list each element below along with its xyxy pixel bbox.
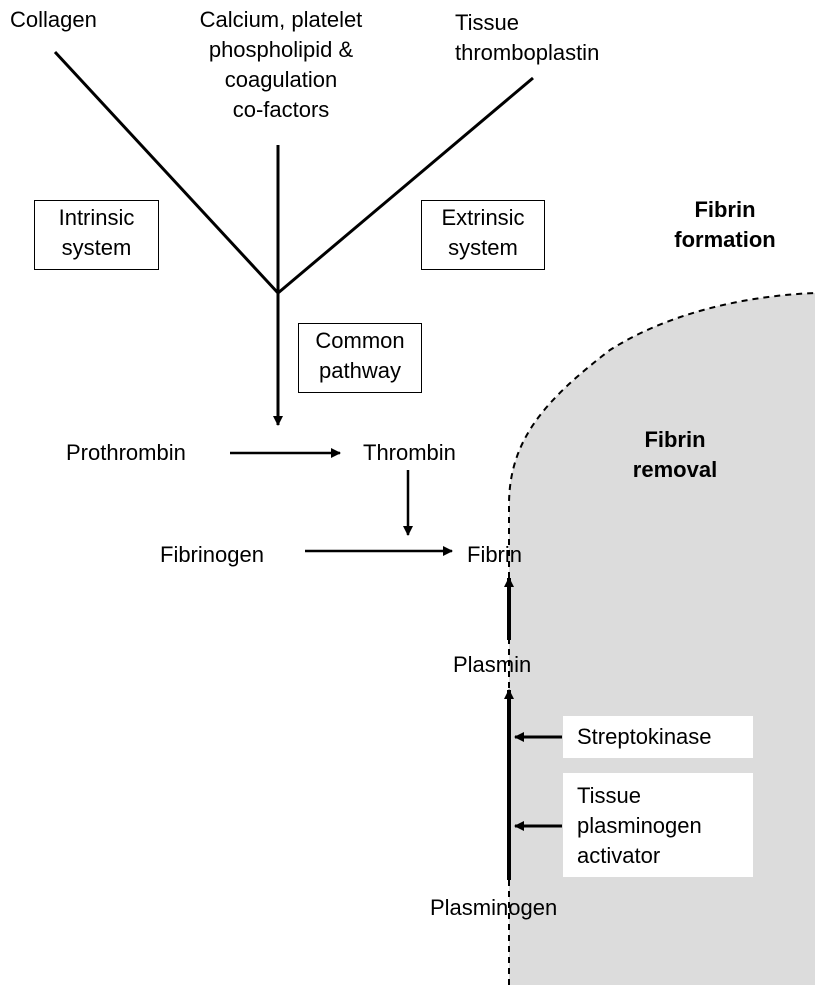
thrombin-label: Thrombin bbox=[363, 440, 456, 465]
extrinsic-system-box: Extrinsic system bbox=[421, 200, 545, 270]
extrinsic-line-2: system bbox=[448, 235, 518, 260]
calcium-cofactors-label: Calcium, platelet phospholipid & coagula… bbox=[170, 5, 392, 125]
formation-line-1: Fibrin bbox=[694, 197, 756, 222]
fibrin-formation-label: Fibrin formation bbox=[660, 195, 790, 255]
intrinsic-system-box: Intrinsic system bbox=[34, 200, 159, 270]
tissue-plasminogen-activator-box: Tissue plasminogen activator bbox=[563, 773, 753, 877]
fibrin-label: Fibrin bbox=[467, 542, 523, 567]
streptokinase-box: Streptokinase bbox=[563, 716, 753, 758]
removal-line-2: removal bbox=[632, 457, 718, 482]
common-line-2: pathway bbox=[319, 358, 401, 383]
tpa-line-3: activator bbox=[577, 843, 661, 868]
plasmin-label: Plasmin bbox=[453, 652, 532, 677]
tissue-thromboplastin-label: Tissue thromboplastin bbox=[455, 8, 599, 68]
tissue-thromboplastin-line-2: thromboplastin bbox=[455, 40, 600, 65]
calcium-label-line-1: Calcium, platelet bbox=[199, 7, 363, 32]
streptokinase-label: Streptokinase bbox=[577, 724, 712, 749]
intrinsic-line-1: Intrinsic bbox=[58, 205, 135, 230]
fibrinogen-label: Fibrinogen bbox=[160, 542, 264, 567]
fibrin-removal-boundary bbox=[508, 292, 816, 985]
prothrombin-label: Prothrombin bbox=[66, 440, 186, 465]
plasminogen-label: Plasminogen bbox=[430, 895, 558, 920]
fibrin-removal-label: Fibrin removal bbox=[610, 425, 740, 485]
tissue-thromboplastin-line-1: Tissue bbox=[455, 10, 519, 35]
calcium-label-line-2: phospholipid & bbox=[208, 37, 354, 62]
tpa-line-1: Tissue bbox=[577, 783, 641, 808]
fibrin-removal-region bbox=[509, 293, 815, 985]
common-pathway-box: Common pathway bbox=[298, 323, 422, 393]
tpa-line-2: plasminogen bbox=[577, 813, 702, 838]
calcium-label-line-3: coagulation bbox=[224, 67, 338, 92]
common-line-1: Common bbox=[315, 328, 405, 353]
collagen-label: Collagen bbox=[10, 7, 97, 32]
extrinsic-line-1: Extrinsic bbox=[441, 205, 525, 230]
calcium-label-line-4: co-factors bbox=[232, 97, 330, 122]
thromboplastin-line bbox=[277, 76, 534, 295]
removal-line-1: Fibrin bbox=[644, 427, 706, 452]
formation-line-2: formation bbox=[674, 227, 776, 252]
intrinsic-line-2: system bbox=[61, 235, 132, 260]
collagen-line bbox=[53, 50, 280, 295]
